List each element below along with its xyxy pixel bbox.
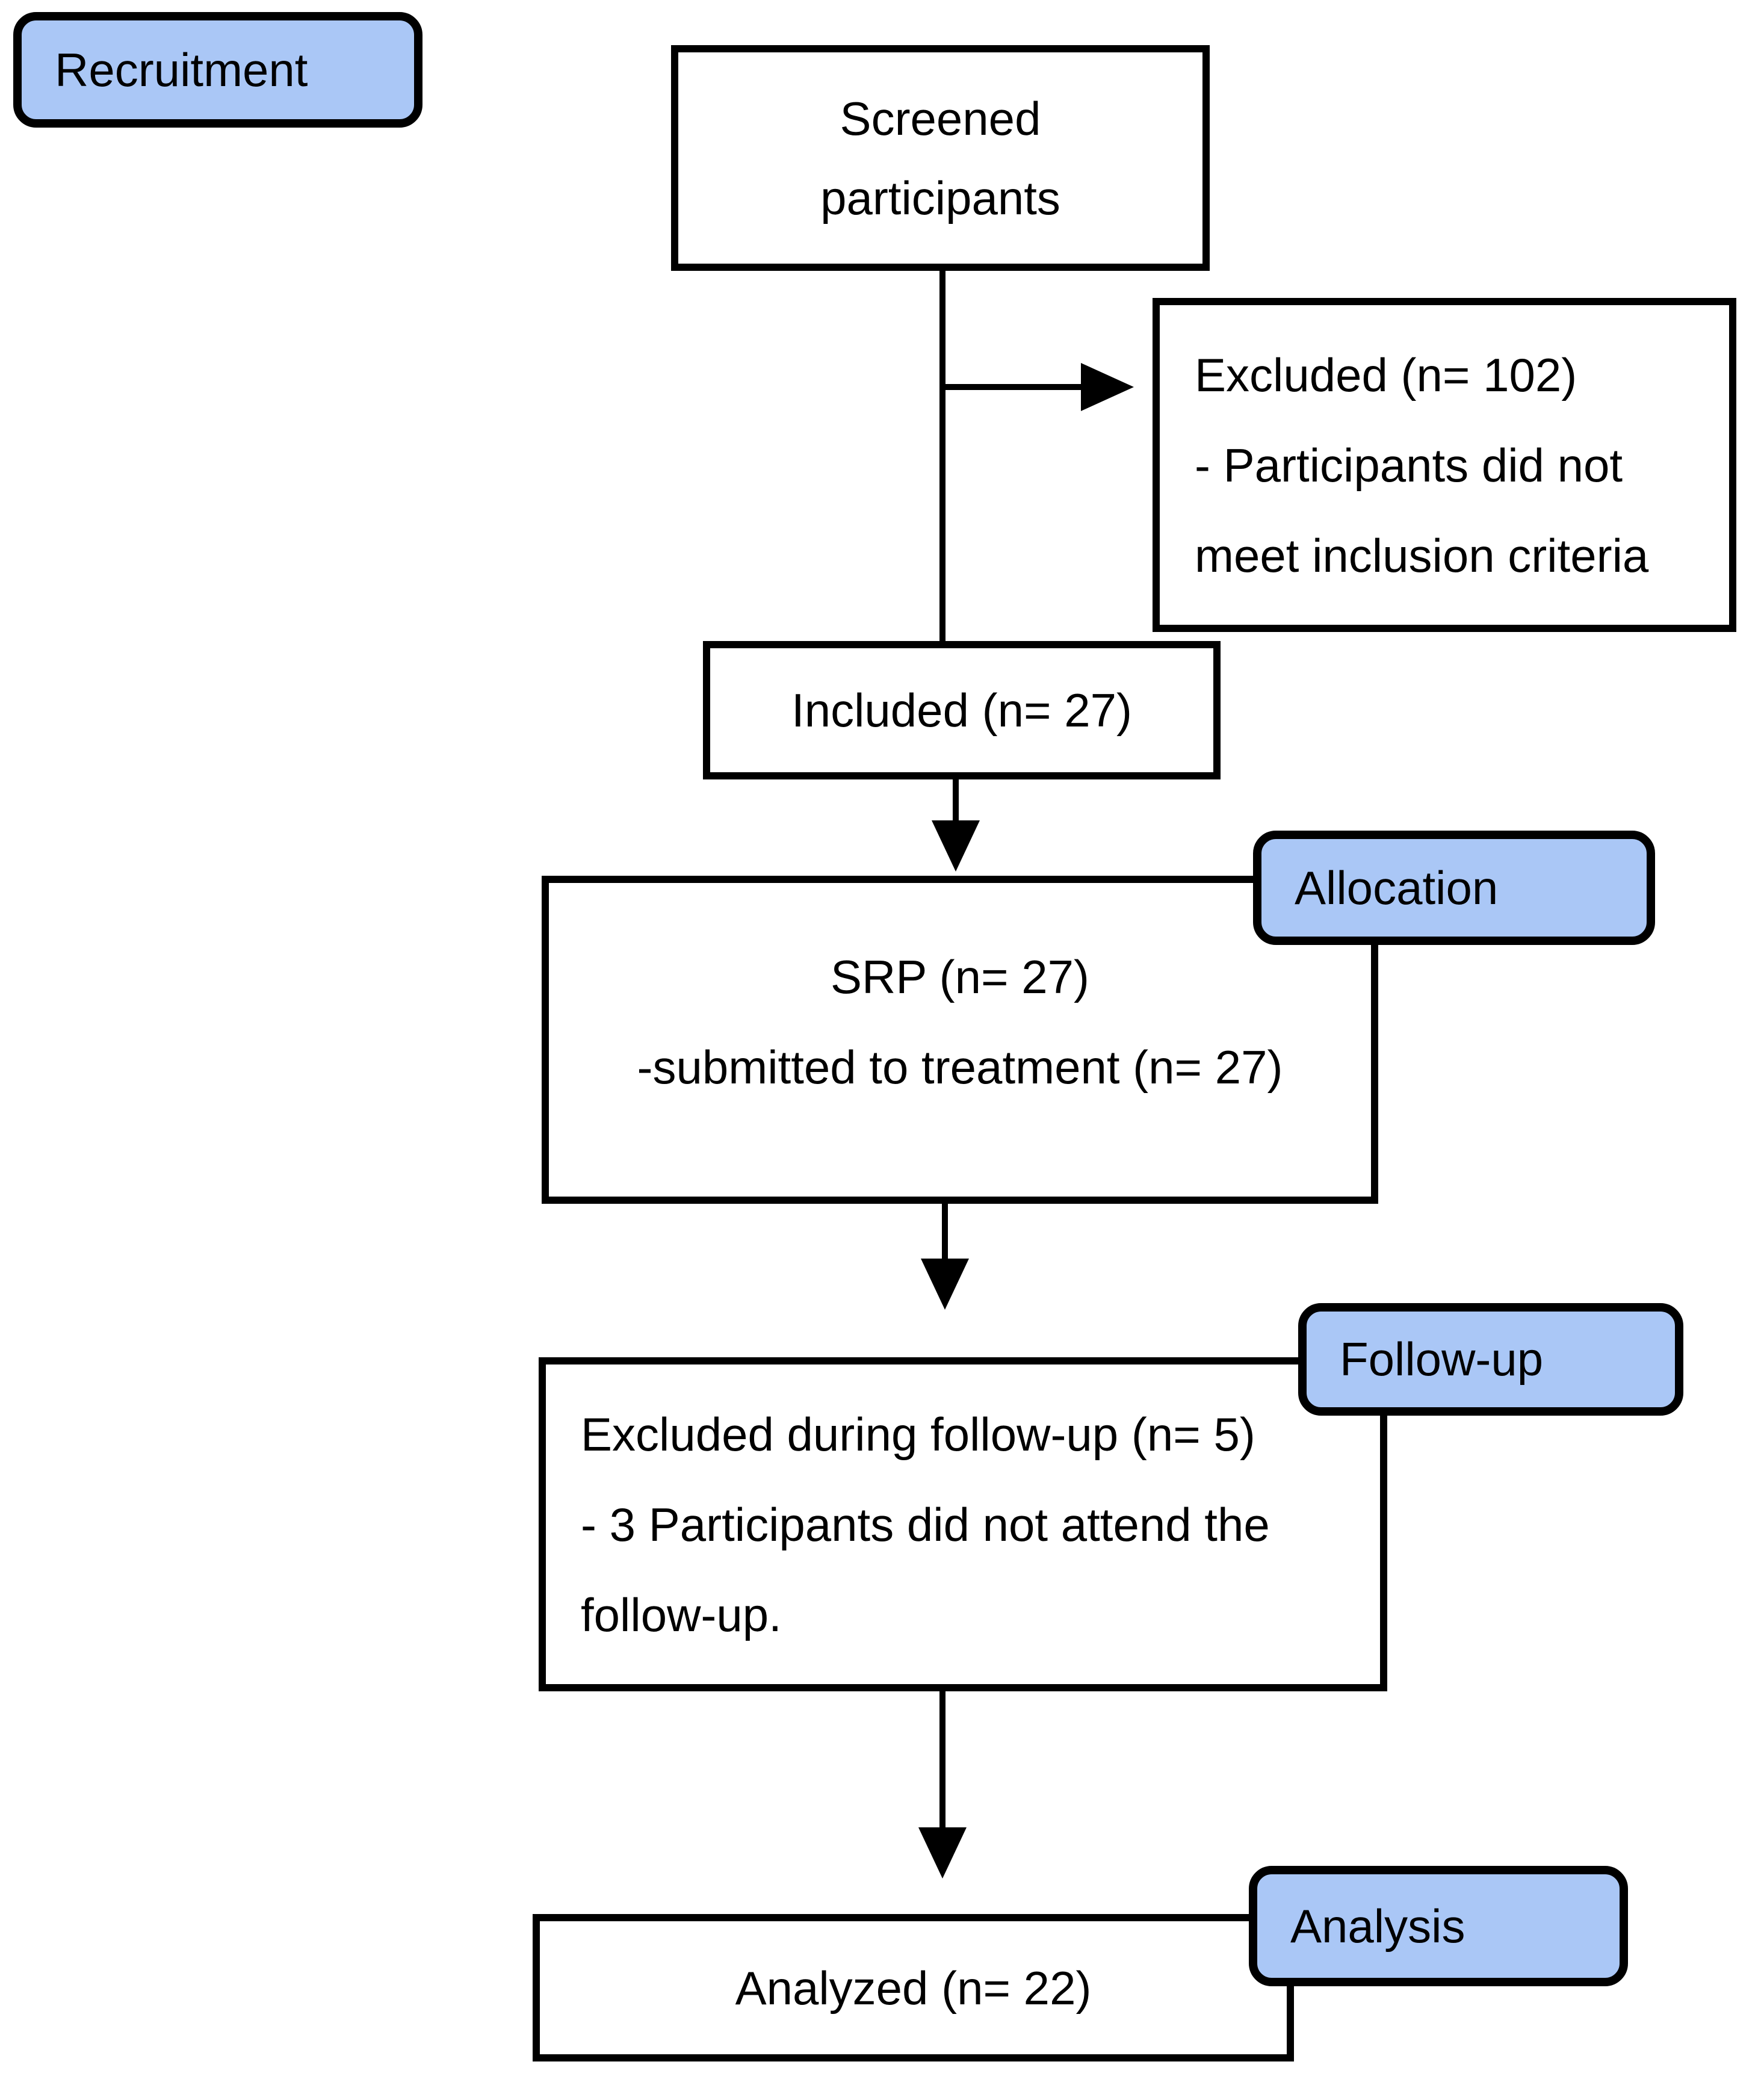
box-included: Included (n= 27) xyxy=(703,641,1221,779)
stage-tag-allocation: Allocation xyxy=(1253,831,1655,945)
box-included-line-1: Included (n= 27) xyxy=(791,684,1132,737)
connector-followup-to-analyzed xyxy=(939,1690,945,1830)
box-excluded-at-screening: Excluded (n= 102) - Participants did not… xyxy=(1153,298,1736,632)
arrowhead-to-followup-icon xyxy=(921,1259,969,1310)
box-screened-line-1: Screened xyxy=(840,91,1041,145)
box-excluded-line-3: meet inclusion criteria xyxy=(1195,528,1649,582)
stage-tag-follow-up: Follow-up xyxy=(1298,1303,1683,1416)
box-analyzed: Analyzed (n= 22) xyxy=(533,1914,1294,2061)
box-followup-line-1: Excluded during follow-up (n= 5) xyxy=(581,1407,1255,1461)
box-srp-line-2: -submitted to treatment (n= 27) xyxy=(637,1040,1283,1094)
box-analyzed-line-1: Analyzed (n= 22) xyxy=(735,1961,1092,2015)
box-srp-allocation: SRP (n= 27) -submitted to treatment (n= … xyxy=(542,876,1378,1204)
box-excluded-during-followup: Excluded during follow-up (n= 5) - 3 Par… xyxy=(539,1357,1387,1691)
connector-included-to-srp xyxy=(953,778,959,823)
box-srp-line-1: SRP (n= 27) xyxy=(831,950,1089,1003)
stage-tag-recruitment: Recruitment xyxy=(13,12,422,128)
box-excluded-line-1: Excluded (n= 102) xyxy=(1195,348,1577,401)
stage-tag-allocation-label: Allocation xyxy=(1295,861,1499,914)
arrowhead-to-srp-icon xyxy=(932,820,980,872)
connector-screened-to-included xyxy=(939,271,945,643)
box-screened-participants: Screened participants xyxy=(671,45,1210,271)
box-followup-line-2: - 3 Participants did not attend the xyxy=(581,1498,1270,1551)
stage-tag-analysis: Analysis xyxy=(1249,1866,1628,1986)
box-screened-line-2: participants xyxy=(820,171,1060,225)
arrowhead-to-analyzed-icon xyxy=(918,1827,967,1879)
connector-branch-to-excluded xyxy=(939,384,1084,390)
box-followup-line-3: follow-up. xyxy=(581,1588,782,1641)
stage-tag-recruitment-label: Recruitment xyxy=(55,43,308,96)
arrowhead-to-excluded-icon xyxy=(1081,363,1134,411)
stage-tag-follow-up-label: Follow-up xyxy=(1340,1333,1544,1386)
stage-tag-analysis-label: Analysis xyxy=(1290,1899,1465,1953)
connector-srp-to-followup xyxy=(942,1204,948,1262)
box-excluded-line-2: - Participants did not xyxy=(1195,438,1623,492)
